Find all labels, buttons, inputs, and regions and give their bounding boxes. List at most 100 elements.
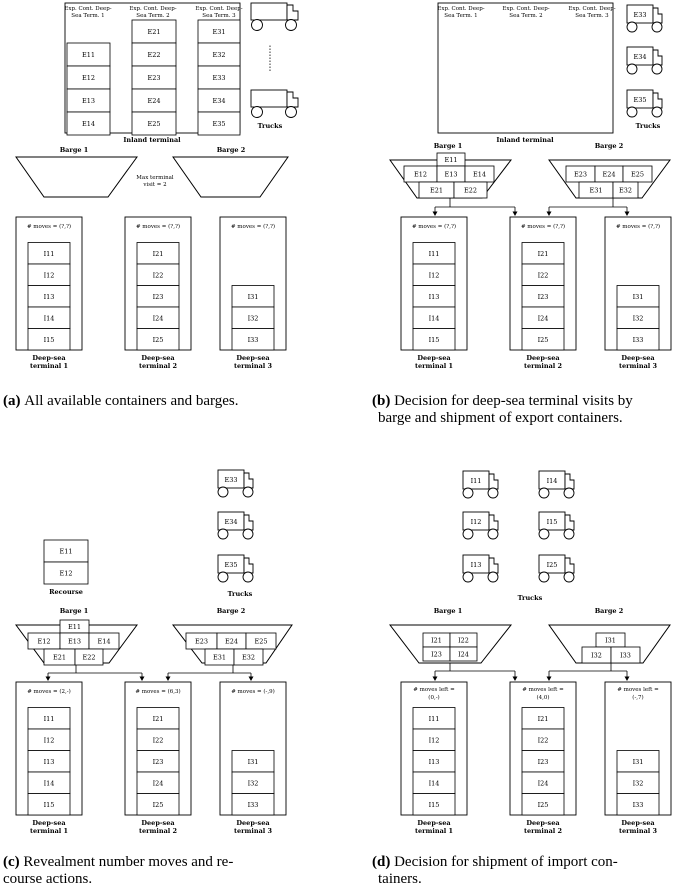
import-container-label: I15 [429,336,440,344]
deep-sea-terminal-name: Deep-sea [621,354,655,362]
recourse-label: Recourse [49,588,83,596]
import-container-label: I11 [429,250,440,258]
truck-wheel [251,19,263,31]
import-container-label: I24 [153,314,164,322]
export-container [612,181,639,199]
arrow-head [248,676,254,681]
deep-sea-terminal-name: Deep-sea [32,819,66,827]
truck-icon: I15 [538,511,575,540]
export-container-label: E24 [225,638,238,646]
deep-sea-terminal-name: Deep-sea [621,819,655,827]
import-container-label: I14 [44,314,55,322]
export-container-label: E14 [82,120,95,128]
import-container-label: I31 [605,637,616,645]
truck-wheel [462,528,474,540]
trucks-label: Trucks [636,122,661,130]
truck-icon: I11 [462,470,499,499]
inland-terminal [437,2,614,134]
truck-wheel [651,63,663,75]
import-container-label: I31 [248,293,259,301]
import-container-label: I15 [44,336,55,344]
truck-icon: E33 [626,4,663,33]
truck-cab [652,49,663,66]
export-container-label: E13 [82,97,95,105]
deep-sea-terminal-name: terminal 1 [30,362,68,370]
import-container-label: I14 [429,314,440,322]
import-container-label: I24 [458,651,469,659]
import-container-label: I12 [429,736,440,744]
deep-sea-terminal-name: terminal 2 [524,827,562,835]
import-container-label: I25 [538,801,549,809]
arrow-head [546,676,552,681]
deep-sea-terminal-name: Deep-sea [236,819,270,827]
import-container-label: I12 [429,271,440,279]
import-container [231,328,275,351]
arrow-head [139,676,145,681]
export-container-label: E22 [147,51,160,59]
import-container-label: I22 [538,736,549,744]
truck-cab [286,4,299,21]
deep-sea-terminal-name: Deep-sea [141,819,175,827]
arrow-head [45,676,51,681]
import-container-label: I23 [538,758,549,766]
truck-wheel [626,63,638,75]
import-container-label: I12 [44,736,55,744]
export-container-label: E12 [82,74,95,82]
import-container [616,328,660,351]
truck-wheel [462,571,474,583]
barge-label: Barge 1 [60,146,89,154]
truck-cab [564,514,575,531]
export-container-label: E31 [213,654,226,662]
export-column-header: Exp. Cont. Deep- [502,6,549,12]
deep-sea-terminal-name: terminal 1 [30,827,68,835]
export-container-label: E12 [37,638,50,646]
import-container-label: I23 [153,293,164,301]
export-container-label: E24 [147,97,160,105]
deep-sea-terminal-name: terminal 3 [619,827,658,835]
max-visit-label: visit = 2 [142,182,166,188]
export-container-label: E25 [147,120,160,128]
truck-wheel [538,571,550,583]
truck-cab [564,557,575,574]
import-container-label: I32 [633,779,644,787]
export-column-header: Sea Term. 2 [136,13,169,19]
deep-sea-terminal-name: terminal 3 [234,827,273,835]
deep-sea-terminal-name: terminal 1 [415,827,453,835]
moves-label: # moves = (6,3) [135,688,180,695]
barge-label: Barge 1 [434,142,463,150]
truck-icon: E34 [626,46,663,75]
import-container-label: I33 [620,652,631,660]
arrow-head [432,211,438,216]
truck-wheel [487,571,499,583]
truck-cargo-label: E33 [633,11,646,19]
truck-wheel [487,528,499,540]
truck-icon [250,89,299,118]
truck-cargo-label: I15 [547,518,558,526]
truck-wheel [217,486,229,498]
moves-label: # moves = (?,?) [231,223,275,230]
import-container-label: I21 [153,715,164,723]
truck-cab [652,92,663,109]
barge-label: Barge 1 [60,607,89,615]
moves-label: # moves = (?,?) [616,223,660,230]
import-container-label: I12 [44,271,55,279]
import-container-label: I22 [538,271,549,279]
moves-label: # moves = (?,?) [521,223,565,230]
truck-wheel [285,106,297,118]
arrow-head [624,676,630,681]
export-container-label: E32 [619,187,632,195]
truck-icon: I12 [462,511,499,540]
import-container-label: I33 [248,336,259,344]
recourse-container-label: E12 [59,570,72,578]
truck-cab [488,514,499,531]
arrow-head [432,676,438,681]
truck-cab [286,91,299,108]
export-container-label: E23 [574,171,587,179]
moves-label: # moves = (?,?) [412,223,456,230]
truck-cargo-label: E34 [224,518,237,526]
barge-label: Barge 2 [595,142,624,150]
barge-label: Barge 2 [595,607,624,615]
import-container-label: I23 [538,293,549,301]
export-column-header: Exp. Cont. Deep- [64,6,111,12]
truck-wheel [538,487,550,499]
